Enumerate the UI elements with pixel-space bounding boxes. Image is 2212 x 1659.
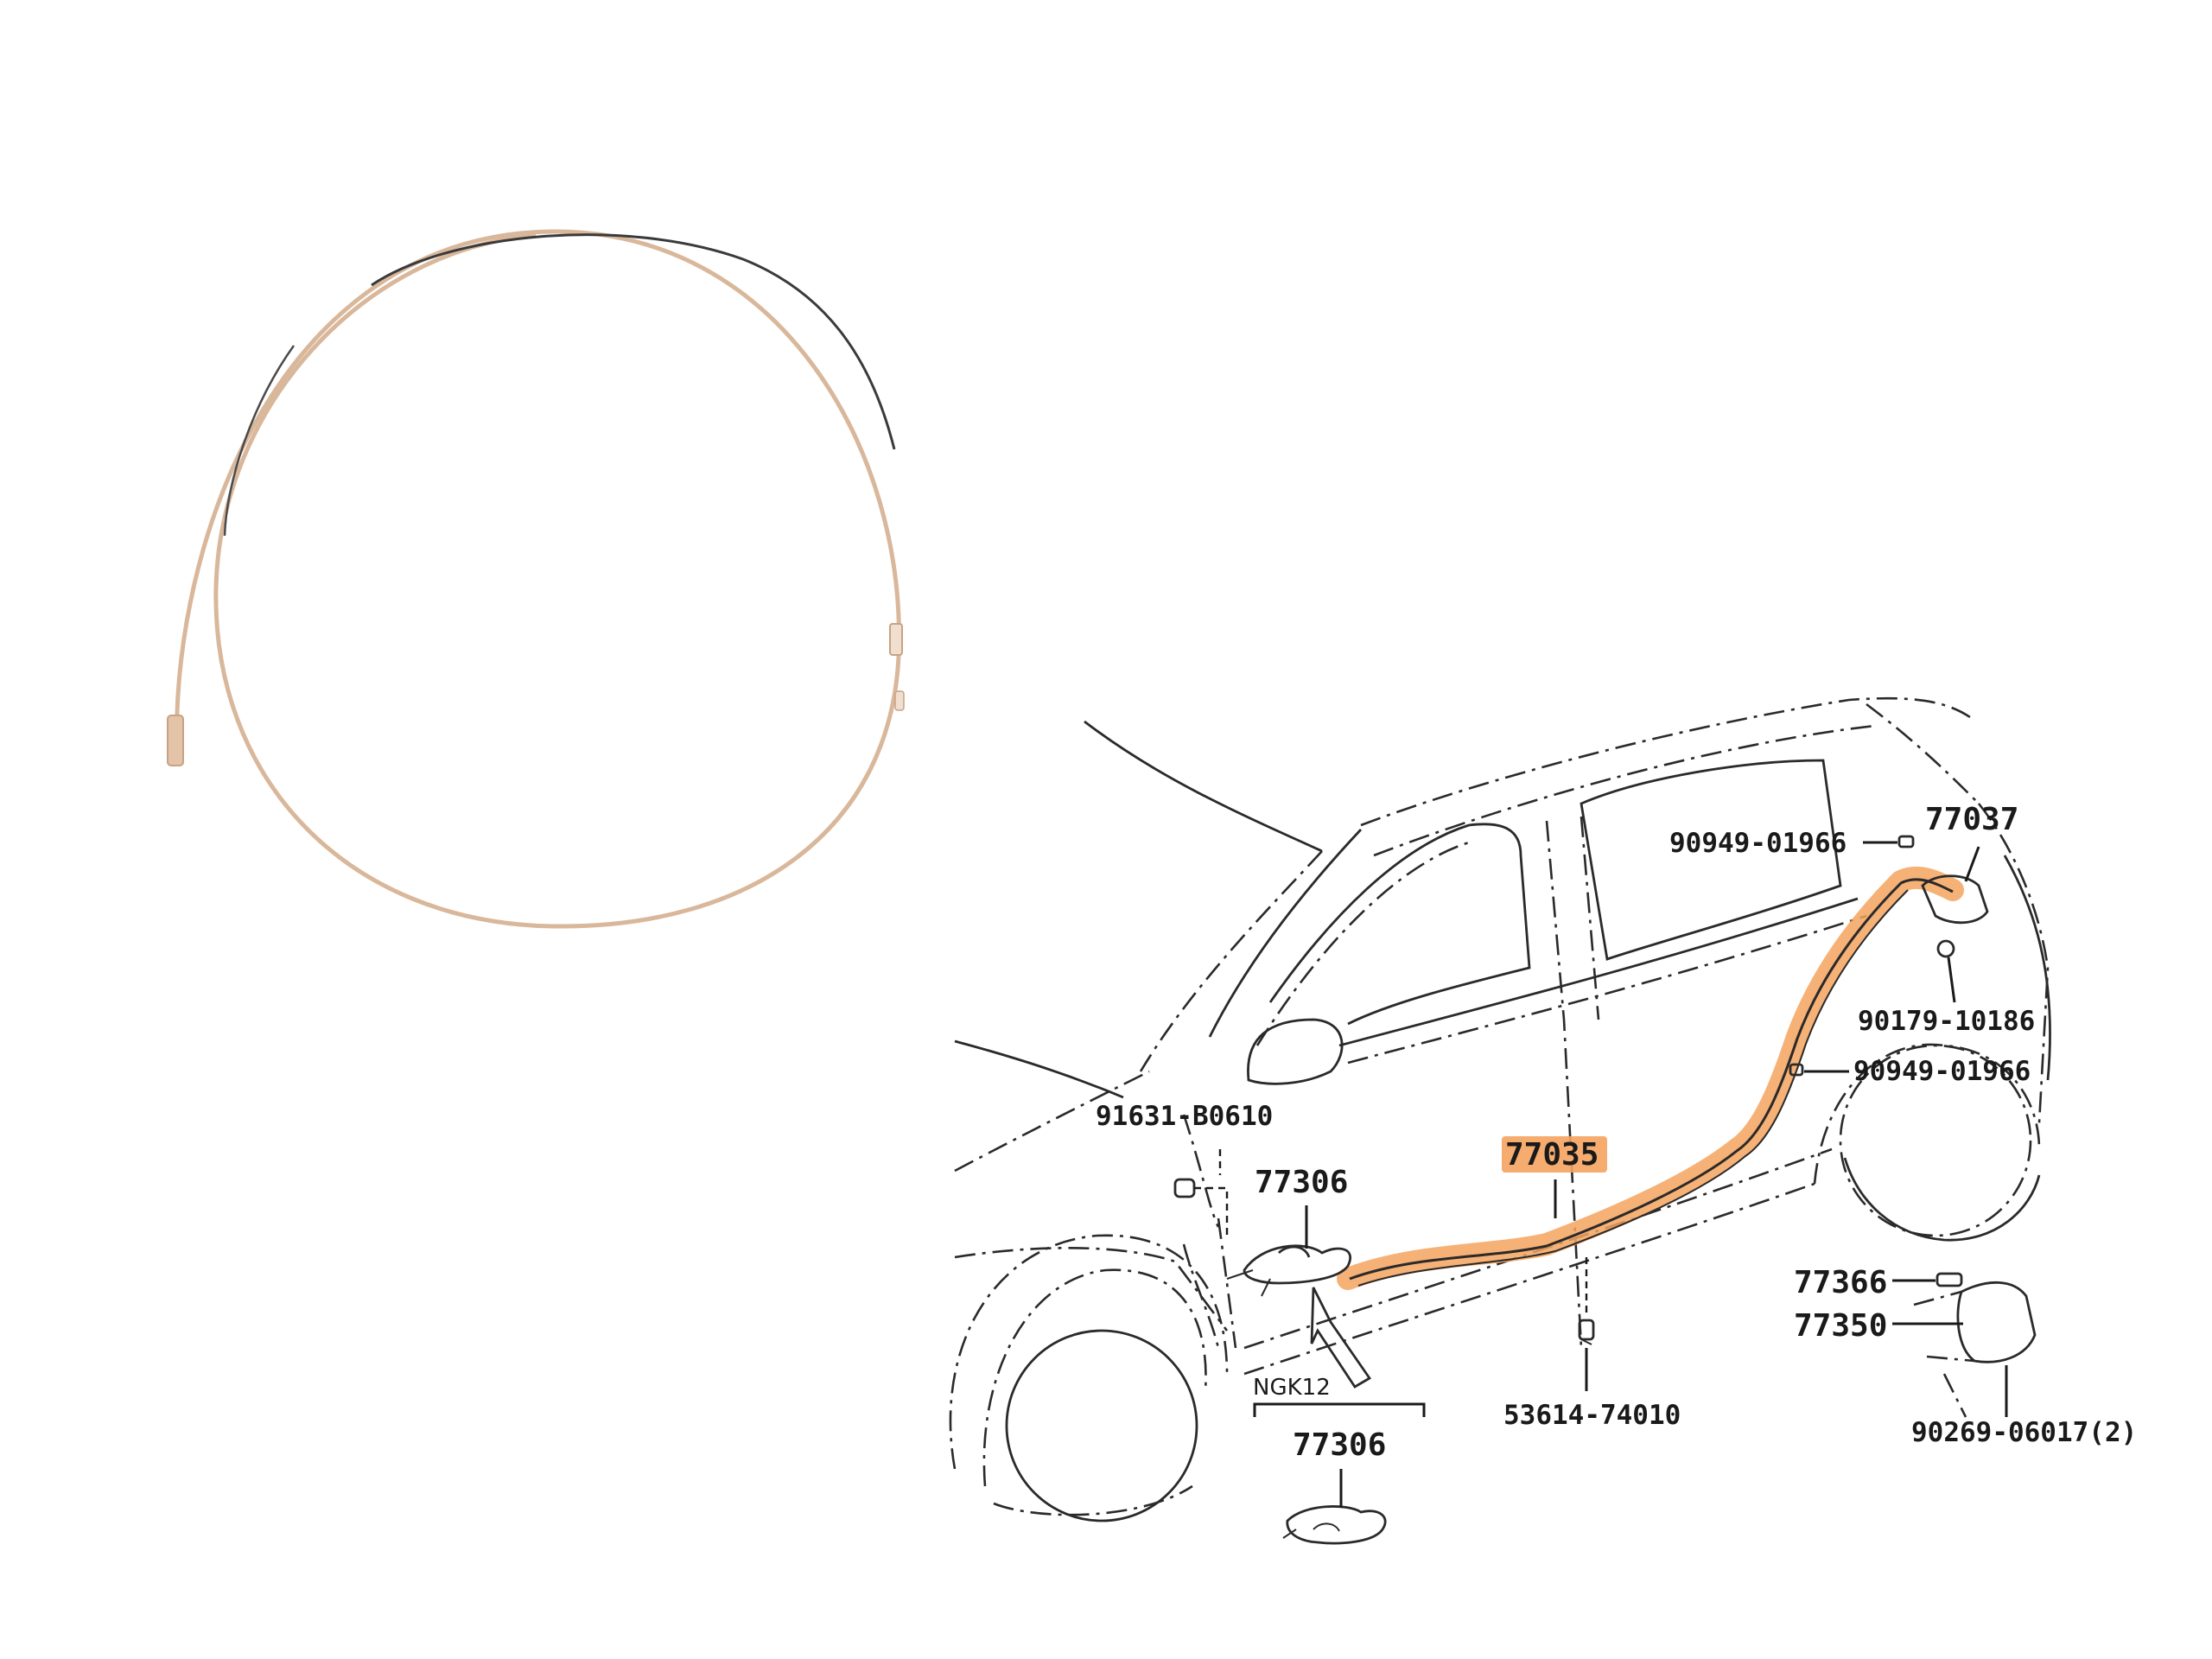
label-90269: 90269-06017(2) (1911, 1417, 2137, 1448)
label-77037: 77037 (1925, 802, 2018, 837)
label-90949-lower: 90949-01966 (1853, 1056, 2031, 1087)
clamp-lower-icon (1789, 1063, 1804, 1077)
label-53614: 53614-74010 (1503, 1400, 1681, 1431)
label-91631: 91631-B0610 (1096, 1101, 1273, 1132)
fuel-opener-lever-icon (1226, 1244, 1351, 1297)
fuel-opener-lever-alt-icon (1282, 1505, 1387, 1545)
label-77035: 77035 (1505, 1137, 1599, 1173)
label-90179: 90179-10186 (1858, 1006, 2035, 1037)
label-77306-upper: 77306 (1255, 1165, 1348, 1200)
cable-end-left (167, 715, 184, 766)
direction-arrow-icon (1310, 1287, 1372, 1389)
hatchback-car-outline-icon (949, 696, 2051, 1522)
lock-housing-icon (1921, 874, 1989, 958)
label-77306-lower: 77306 (1293, 1427, 1386, 1463)
label-ngk12: NGK12 (1253, 1375, 1331, 1401)
leader-lines (1218, 841, 2008, 1508)
hinge-spring-icon (1936, 1272, 1963, 1287)
label-77350: 77350 (1794, 1308, 1887, 1344)
bolt-icon (1173, 1178, 1229, 1236)
coiled-release-cable-icon (167, 229, 905, 929)
label-90949-upper: 90949-01966 (1669, 828, 1847, 859)
clamp-icon (1897, 835, 1915, 849)
fuel-lid-release-cable (1337, 866, 1964, 1290)
highlight-77035-badge (1502, 1136, 1607, 1173)
label-77366: 77366 (1794, 1265, 1887, 1300)
cable-end-right (889, 623, 903, 656)
clip-icon (1578, 1319, 1595, 1345)
